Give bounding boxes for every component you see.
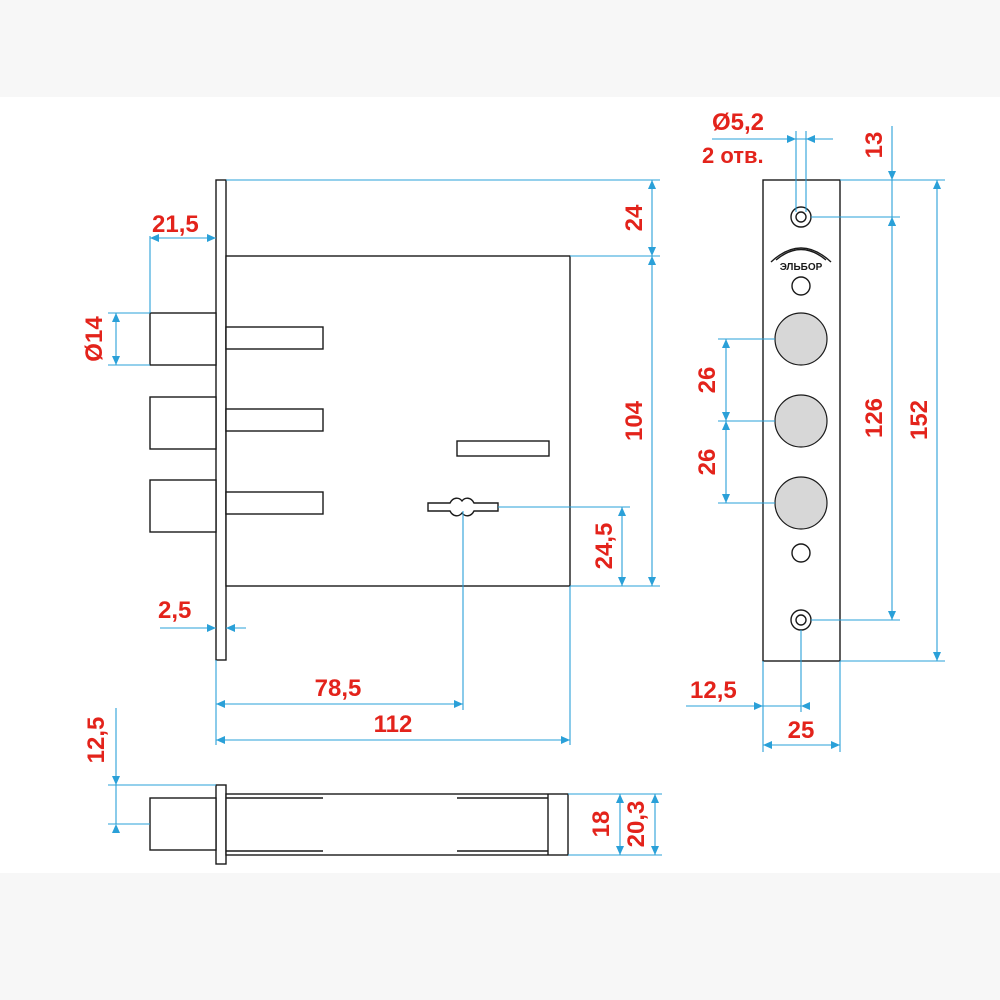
bottom-bolt <box>149 797 217 851</box>
mount-hole-top <box>790 206 812 228</box>
dim-bolt-projection: 21,5 <box>152 211 199 238</box>
dim-bottom-bolt-offset: 12,5 <box>83 717 110 764</box>
logo-arc <box>770 247 832 263</box>
callout-hole-count: 2 отв. <box>702 143 764 168</box>
bolt-tail-1 <box>225 326 324 350</box>
dim-backset: 78,5 <box>315 675 362 702</box>
body-slot <box>456 440 550 457</box>
bolt-tail-3 <box>225 491 324 515</box>
front-view-dimensions <box>108 179 660 745</box>
bolt-tail-2 <box>225 408 324 432</box>
dim-hole-top-offset: 13 <box>861 132 888 159</box>
faceplate-view-labels: Ø5,2 2 отв. 13 26 26 126 152 12,5 25 <box>690 109 933 744</box>
bolt-head-2 <box>149 396 217 450</box>
dim-top-offset: 24 <box>621 204 648 231</box>
bottom-view-labels: 12,5 18 20,3 <box>83 717 650 848</box>
bolt-boss-3 <box>774 476 828 530</box>
bolt-boss-2 <box>774 394 828 448</box>
dim-body-depth: 112 <box>374 711 413 738</box>
keyhole <box>427 497 499 517</box>
dim-hole-spacing: 126 <box>861 398 888 438</box>
bottom-view-dimensions <box>108 708 662 856</box>
dim-overall-thickness: 20,3 <box>623 801 650 848</box>
front-view <box>149 179 571 661</box>
dim-plate-height: 152 <box>906 400 933 440</box>
small-hole-upper <box>791 276 811 296</box>
bottom-faceplate <box>215 784 227 865</box>
dim-bolt-pitch-2: 26 <box>694 449 721 476</box>
front-faceplate <box>215 179 227 661</box>
faceplate-view-dimensions <box>686 126 945 752</box>
dim-body-thickness: 18 <box>588 811 615 838</box>
brand-logo: ЭЛЬБОР <box>780 262 823 273</box>
dim-bolt-pitch-1: 26 <box>694 367 721 394</box>
front-view-labels: 21,5 Ø14 2,5 24 104 24,5 78,5 112 <box>81 204 648 738</box>
dim-key-height: 24,5 <box>591 523 618 570</box>
bottom-view <box>149 784 569 865</box>
mount-hole-bottom <box>790 609 812 631</box>
bolt-boss-1 <box>774 312 828 366</box>
small-hole-lower <box>791 543 811 563</box>
dim-bolt-diameter: Ø14 <box>81 316 108 362</box>
dim-plate-width: 25 <box>788 717 815 744</box>
callout-hole-diameter: Ø5,2 <box>712 109 764 136</box>
bolt-head-3 <box>149 479 217 533</box>
dim-plate-thickness: 2,5 <box>158 597 191 624</box>
bolt-head-1 <box>149 312 217 366</box>
dim-body-height: 104 <box>621 400 648 441</box>
dim-hole-side-offset: 12,5 <box>690 677 737 704</box>
bottom-body <box>225 793 569 856</box>
faceplate-view: ЭЛЬБОР <box>762 179 841 662</box>
